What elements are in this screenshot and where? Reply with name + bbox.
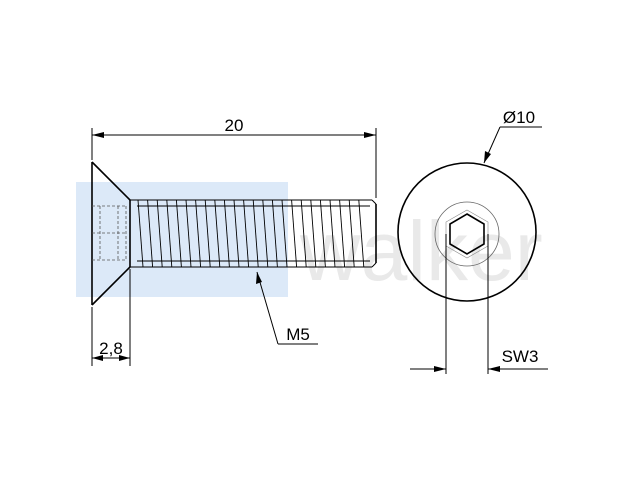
thread-crest-line — [185, 199, 192, 268]
thread-crest-line — [195, 199, 202, 268]
thread-crest-line — [175, 199, 182, 268]
thread-crest-line — [291, 199, 298, 268]
thread-crest-line — [214, 199, 221, 268]
socket-width-dimension: SW3 — [410, 234, 548, 374]
thread-callout: M5 — [256, 271, 318, 345]
thread-lines — [137, 199, 365, 268]
hex-socket-inner — [445, 209, 489, 259]
thread-crest-line — [300, 199, 307, 268]
watermark-logo-box — [76, 182, 288, 297]
thread-crest-line — [243, 199, 250, 268]
thread-crest-line — [137, 199, 144, 268]
thread-crest-line — [252, 199, 259, 268]
length-label: 20 — [225, 116, 244, 135]
socket-recess-circle — [434, 201, 500, 267]
thread-label: M5 — [286, 325, 310, 344]
screw-side-view — [91, 161, 377, 306]
thread-crest-line — [348, 199, 355, 268]
thread-crest-line — [319, 199, 326, 268]
thread-crest-line — [281, 199, 288, 268]
thread-crest-line — [339, 199, 346, 268]
thread-crest-line — [329, 199, 336, 268]
thread-crest-line — [262, 199, 269, 268]
thread-crest-line — [204, 199, 211, 268]
head-height-dimension: 2,8 — [91, 269, 131, 366]
screw-head — [91, 161, 131, 306]
thread-crest-line — [310, 199, 317, 268]
diameter-label: Ø10 — [503, 108, 535, 127]
thread-crest-line — [166, 199, 173, 268]
thread-crest-line — [358, 199, 365, 268]
thread-crest-line — [156, 199, 163, 268]
hex-socket-hidden-lines — [92, 205, 127, 261]
watermark: walker — [76, 182, 543, 298]
thread-crest-line — [223, 199, 230, 268]
thread-crest-line — [271, 199, 278, 268]
head-circle — [397, 162, 537, 302]
screw-end-view — [397, 162, 537, 302]
thread-crest-line — [233, 199, 240, 268]
hex-socket — [449, 213, 485, 255]
length-dimension: 20 — [91, 116, 377, 198]
thread-crest-line — [147, 199, 154, 268]
head-height-label: 2,8 — [99, 339, 123, 358]
threaded-shank — [130, 199, 377, 268]
diameter-callout: Ø10 — [483, 108, 542, 164]
socket-width-label: SW3 — [502, 347, 539, 366]
